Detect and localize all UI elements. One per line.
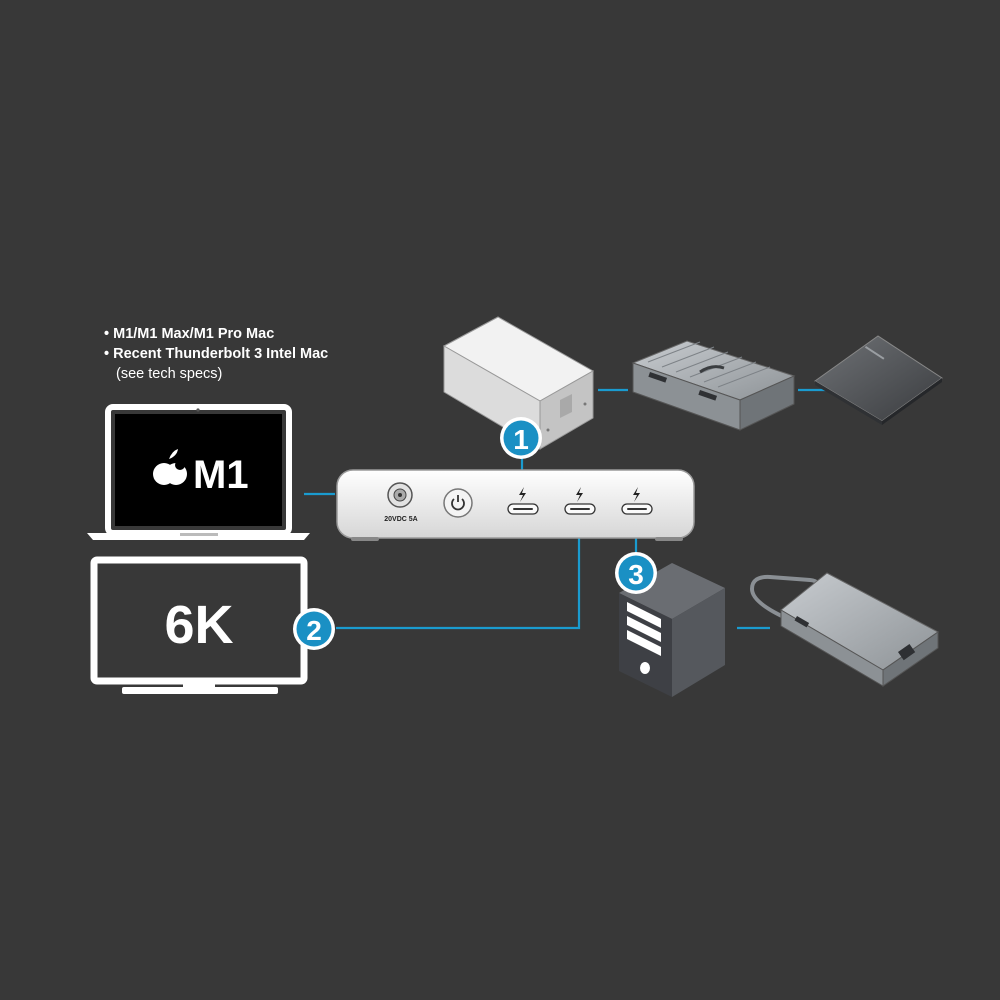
requirement-note: (see tech specs) — [116, 366, 223, 382]
callout-1-label: 1 — [513, 424, 529, 455]
monitor-resolution-label: 6K — [164, 595, 233, 655]
ethernet-port-icon — [897, 643, 916, 661]
thunderbolt-port-3 — [621, 487, 653, 515]
power-jack-icon — [387, 482, 413, 508]
desktop-tower — [619, 563, 725, 697]
tower-power-button — [640, 662, 650, 674]
6k-monitor: 6K — [90, 556, 308, 694]
thunderbolt-port-2 — [564, 487, 596, 515]
connector-lines — [304, 388, 833, 630]
portable-drive — [814, 335, 943, 425]
apple-logo-icon — [153, 449, 187, 485]
laptop-chip-label: M1 — [193, 453, 249, 497]
callout-3-label: 3 — [628, 559, 644, 590]
expansion-chassis — [631, 340, 796, 431]
thunderbolt-ethernet-adapter — [749, 572, 939, 687]
callout-2-label: 2 — [306, 615, 322, 646]
callout-2: 2 — [293, 608, 335, 650]
thunderbolt-icon — [633, 487, 640, 502]
requirements-list: • M1/M1 Max/M1 Pro Mac • Recent Thunderb… — [104, 324, 328, 384]
thunderbolt-dock: 20VDC 5A — [336, 469, 695, 541]
dock-to-monitor-line — [336, 534, 581, 630]
thunderbolt-icon — [576, 487, 583, 502]
requirement-item-1: • M1/M1 Max/M1 Pro Mac — [104, 326, 275, 342]
thunderbolt-icon — [519, 487, 526, 502]
requirement-item-2: • Recent Thunderbolt 3 Intel Mac — [104, 346, 329, 362]
thunderbolt-port-1 — [507, 487, 539, 515]
power-rating-label: 20VDC 5A — [384, 516, 417, 523]
power-button-icon — [443, 488, 473, 518]
mac-laptop: M1 — [87, 404, 310, 540]
callout-1: 1 — [500, 417, 542, 459]
callout-3: 3 — [615, 552, 657, 594]
